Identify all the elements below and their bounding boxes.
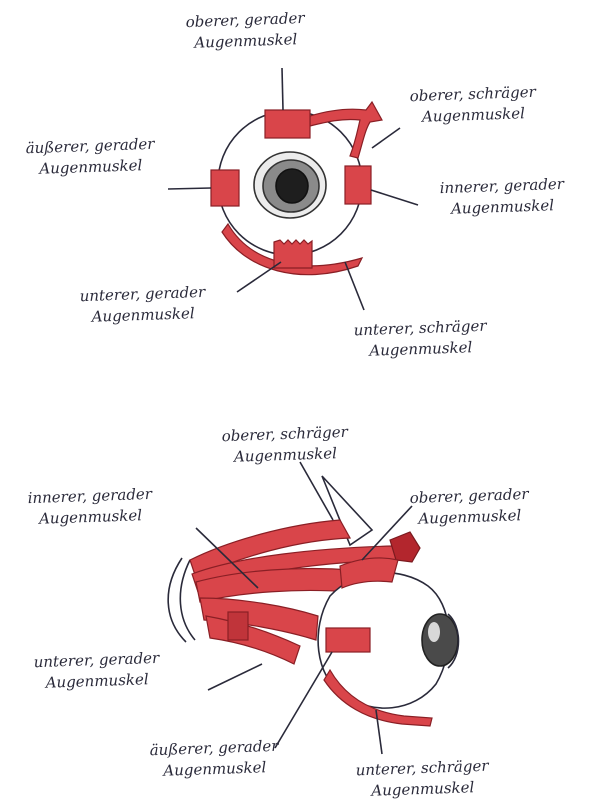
label-side-medial-rectus: innerer, gerader Augenmuskel	[27, 484, 153, 530]
label-line: Augenmuskel	[410, 505, 530, 530]
side-iris	[422, 614, 458, 666]
label-line: Augenmuskel	[440, 195, 565, 220]
label-front-superior-oblique: oberer, schräger Augenmuskel	[409, 82, 537, 128]
side-orbit-arc-inner	[180, 560, 195, 640]
side-orbit-arc-outer	[168, 558, 186, 642]
label-side-superior-oblique: oberer, schräger Augenmuskel	[221, 422, 349, 468]
side-lateral-rectus-on-eye	[326, 628, 370, 652]
front-leader-superior-oblique	[372, 128, 400, 148]
label-side-inferior-oblique: unterer, schräger Augenmuskel	[355, 756, 489, 803]
label-line: Augenmuskel	[80, 303, 206, 328]
label-front-inferior-rectus: unterer, gerader Augenmuskel	[79, 282, 206, 328]
front-leader-medial-rectus	[371, 190, 418, 205]
label-side-lateral-rectus: äußerer, gerader Augenmuskel	[149, 736, 279, 782]
front-view	[168, 68, 418, 310]
label-front-superior-rectus: oberer, gerader Augenmuskel	[185, 8, 305, 54]
side-iris-highlight	[428, 622, 440, 642]
label-line: Augenmuskel	[34, 669, 160, 694]
label-line: Augenmuskel	[186, 29, 306, 54]
label-line: Augenmuskel	[410, 103, 537, 128]
label-line: Augenmuskel	[150, 757, 280, 782]
label-front-medial-rectus: innerer, gerader Augenmuskel	[439, 174, 565, 220]
front-leader-inferior-rectus	[237, 262, 281, 292]
front-leader-inferior-oblique	[345, 262, 364, 310]
front-superior-rectus-muscle	[265, 110, 310, 138]
label-line: Augenmuskel	[222, 443, 349, 468]
side-leader-inferior-rectus	[208, 664, 262, 690]
front-leader-lateral-rectus	[168, 188, 211, 189]
label-line: Augenmuskel	[28, 505, 153, 530]
front-leader-superior-rectus	[282, 68, 283, 110]
front-lateral-rectus-muscle	[211, 170, 239, 206]
label-line: Augenmuskel	[26, 155, 156, 180]
label-side-inferior-rectus: unterer, gerader Augenmuskel	[33, 648, 160, 694]
label-side-superior-rectus: oberer, gerader Augenmuskel	[409, 484, 529, 530]
label-front-inferior-oblique: unterer, schräger Augenmuskel	[353, 316, 487, 363]
side-leader-lateral-rectus	[275, 652, 332, 748]
label-front-lateral-rectus: äußerer, gerader Augenmuskel	[25, 134, 155, 180]
front-medial-rectus-muscle	[345, 166, 371, 204]
front-pupil	[276, 169, 308, 203]
side-lateral-rectus-insertion	[228, 612, 248, 640]
